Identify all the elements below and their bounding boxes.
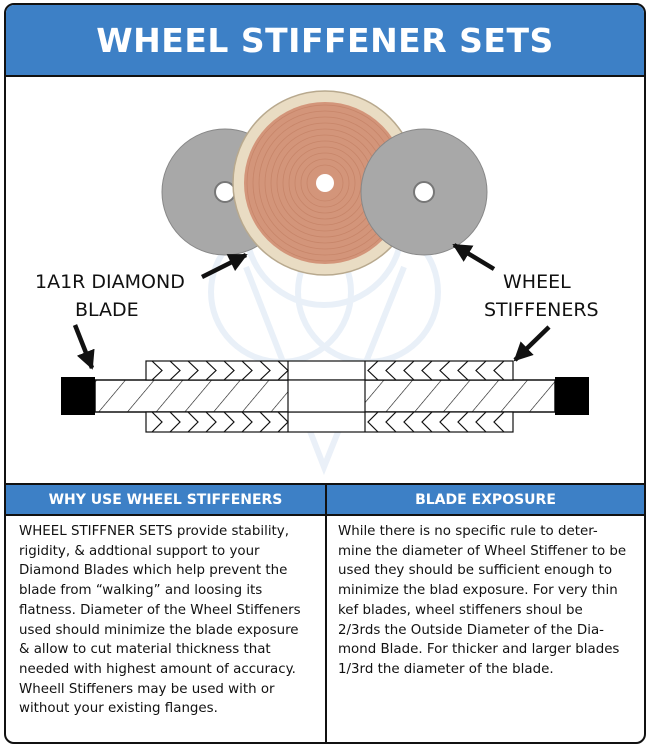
body-line: blade from “walking” and loosing its [19, 583, 263, 599]
body-line: 1/3rd the diameter of the blade. [338, 661, 554, 677]
stiffeners-label-line1: WHEEL [503, 271, 571, 293]
upper-stiffener-section [145, 360, 514, 381]
body-line: While there is no specific rule to deter… [338, 524, 598, 539]
title-bar: WHEEL STIFFENER SETS [6, 5, 644, 77]
stiffeners-label-line2: STIFFENERS [484, 299, 599, 321]
body-line: 2/3rds the Outside Diameter of the Dia- [338, 622, 604, 638]
cross-section [61, 360, 589, 433]
exposure-section-body: While there is no specific rule to deter… [327, 516, 644, 742]
body-line: needed with highest amount of accuracy. [19, 661, 296, 677]
body-line: without your existing flanges. [19, 701, 218, 717]
arrow-to-stiffener-edge [513, 325, 551, 362]
blade-tip-right [555, 377, 589, 415]
body-line: Wheell Stiffeners may be used with or [19, 681, 275, 697]
arrow-to-blade [200, 252, 248, 280]
why-section-body: WHEEL STIFFNER SETS provide stability, ri… [6, 516, 327, 742]
infographic-frame: WHEEL STIFFENER SETS [4, 3, 646, 744]
body-line: rigidity, & addtional support to your [19, 543, 260, 559]
body-line: used should minimize the blade exposure [19, 622, 299, 638]
page-title: WHEEL STIFFENER SETS [96, 20, 554, 60]
blade-tip-left [61, 377, 95, 415]
body-line: minimize the blad exposure. For very thi… [338, 583, 618, 599]
body-line: & allow to cut material thickness that [19, 642, 271, 658]
exposure-section-header: BLADE EXPOSURE [327, 483, 644, 516]
body-line: kef blades, wheel stiffeners shoul be [338, 602, 583, 618]
blade-label-line1: 1A1R DIAMOND [35, 271, 185, 293]
diagram-area: 1A1R DIAMOND BLADE WHEEL STIFFENERS [6, 77, 644, 483]
body-line: mine the diameter of Wheel Stiffener to … [338, 543, 627, 559]
blade-label-line2: BLADE [75, 299, 139, 321]
arrow-to-stiffener [452, 243, 496, 271]
arrow-to-blade-edge [72, 324, 95, 370]
body-line: used they should be sufficient enough to [338, 563, 613, 579]
body-line: mond Blade. For thicker and larger blade… [338, 642, 620, 658]
body-line: Diamond Blades which help prevent the [19, 563, 288, 579]
body-line: WHEEL STIFFNER SETS provide stability, [19, 524, 289, 539]
right-wheel-stiffener [360, 128, 488, 256]
diagram-svg: 1A1R DIAMOND BLADE WHEEL STIFFENERS [35, 90, 599, 476]
body-line: flatness. Diameter of the Wheel Stiffene… [19, 602, 301, 618]
lower-stiffener-section [145, 411, 514, 433]
hub-section [287, 379, 366, 413]
why-section-header: WHY USE WHEEL STIFFENERS [6, 483, 327, 516]
